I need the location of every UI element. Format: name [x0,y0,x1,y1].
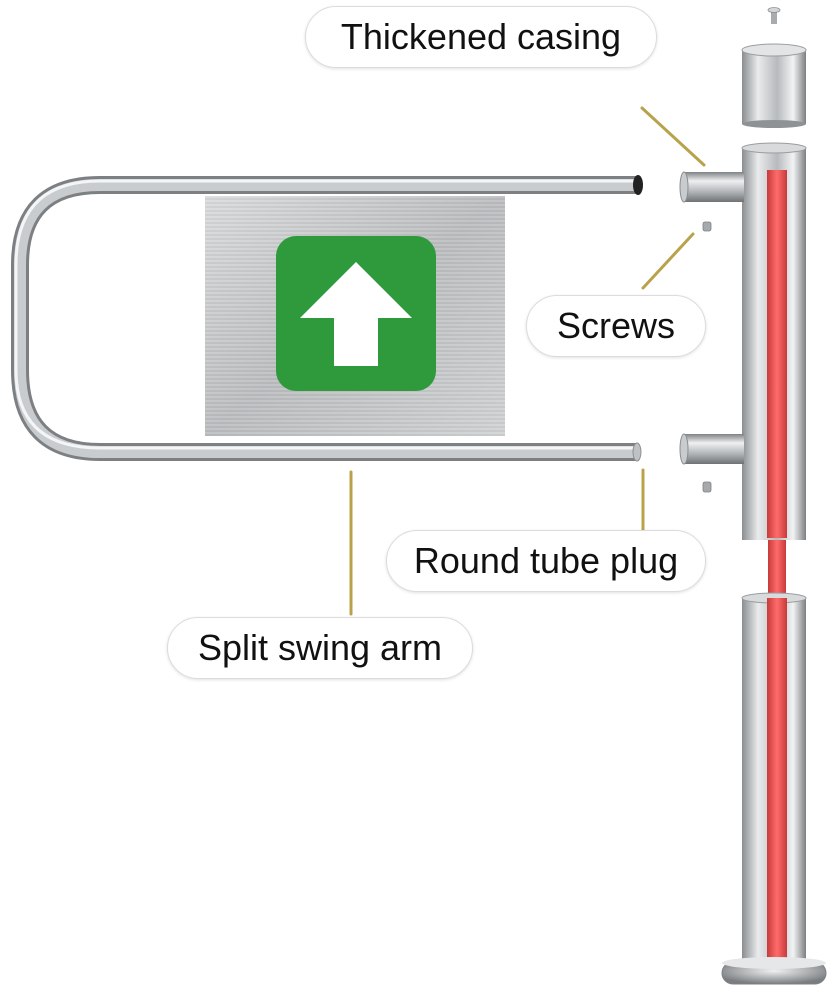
label-thickened-casing: Thickened casing [305,6,657,68]
sign-panel [205,196,505,436]
round-tube-plug-bottom [632,442,642,462]
top-screw [767,7,781,24]
screw-upper [702,221,712,232]
post-lower [721,592,827,985]
upper-connector [679,171,744,203]
arrow-up-icon [300,262,412,366]
swing-arm [11,175,643,462]
lower-connector [679,433,744,465]
round-tube-plug-top [633,175,643,195]
leader-lines [349,106,706,616]
label-split-swing-arm: Split swing arm [167,617,473,679]
label-screws: Screws [526,295,706,357]
post-upper [741,142,807,540]
red-light-strip-middle [768,540,786,598]
leader-screws [641,232,695,290]
label-round-tube-plug: Round tube plug [386,530,706,592]
thickened-casing [741,43,807,128]
red-light-strip-upper [767,170,787,538]
red-light-strip-lower [767,598,787,966]
leader-casing [640,106,706,167]
screw-lower [702,481,712,493]
